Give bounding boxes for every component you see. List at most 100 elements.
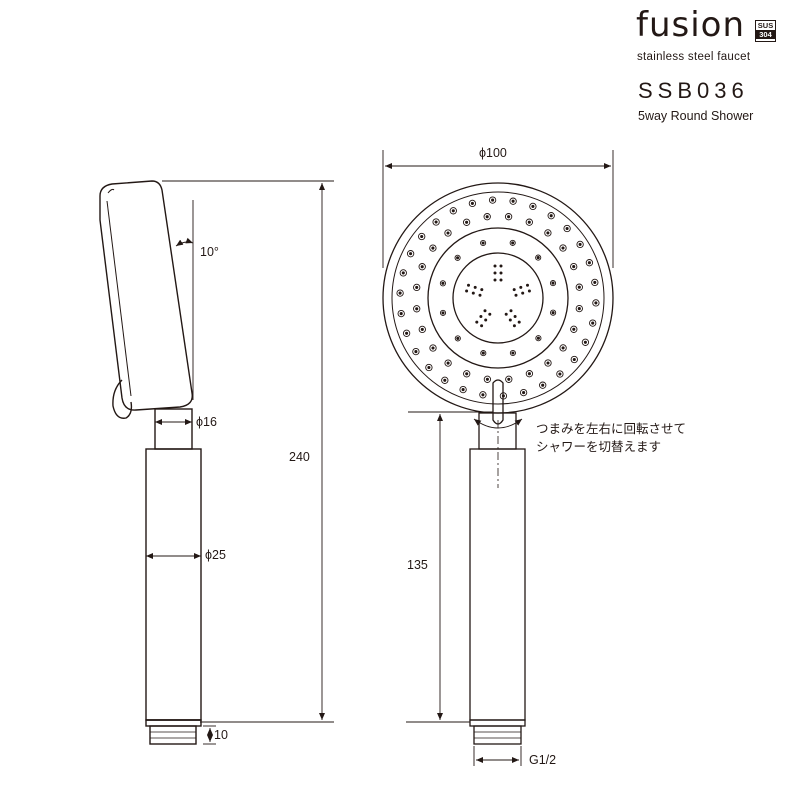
center-nozzle-dot xyxy=(519,285,523,289)
nozzle-dot xyxy=(549,214,553,218)
nozzle-hole xyxy=(399,269,407,277)
center-nozzle-dot xyxy=(517,320,521,324)
nozzle-hole xyxy=(444,359,452,367)
nozzle-dot xyxy=(441,281,445,285)
nozzle-dot xyxy=(461,388,465,392)
nozzle-hole xyxy=(547,212,555,220)
nozzle-dot xyxy=(456,256,460,260)
brand-logo: fusion SUS 304 stainless steel faucet xyxy=(636,5,776,63)
nozzle-hole xyxy=(425,363,433,372)
nozzle-hole xyxy=(559,244,567,252)
nozzle-hole xyxy=(439,280,446,287)
nozzle-dot xyxy=(594,301,598,305)
side-view-neck xyxy=(154,408,193,450)
nozzle-hole xyxy=(479,391,487,399)
sus304-badge: SUS 304 xyxy=(755,20,776,42)
nozzle-dot xyxy=(546,231,550,235)
nozzle-dot xyxy=(399,312,403,316)
switch-note: つまみを左右に回転させて シャワーを切替えます xyxy=(536,420,686,456)
nozzle-dot xyxy=(405,331,409,335)
nozzle-dot xyxy=(561,346,565,350)
nozzle-dot xyxy=(527,220,531,224)
nozzle-hole xyxy=(480,239,487,247)
nozzle-hole xyxy=(539,381,547,389)
center-nozzle-dot xyxy=(508,318,512,322)
nozzle-hole xyxy=(418,263,426,271)
center-nozzle-dot xyxy=(499,264,503,268)
nozzle-dot xyxy=(507,377,511,381)
nozzle-dot xyxy=(456,336,460,340)
brand-wordmark: fusion xyxy=(636,5,746,45)
center-nozzle-dot xyxy=(499,271,503,275)
front-view-outer-ring xyxy=(382,182,614,414)
center-nozzle-dot xyxy=(483,309,487,313)
nozzle-hole xyxy=(429,244,437,252)
nozzle-hole xyxy=(444,229,452,237)
product-name: 5way Round Shower xyxy=(638,109,754,123)
nozzle-hole xyxy=(454,335,461,342)
nozzle-hole xyxy=(559,344,567,352)
thread-spec-label: G1/2 xyxy=(529,753,557,767)
nozzle-dot xyxy=(587,261,591,265)
brand-tagline: stainless steel faucet xyxy=(637,51,751,63)
center-nozzle-dot xyxy=(513,315,517,318)
nozzle-hole xyxy=(504,213,513,221)
center-nozzle-dot xyxy=(504,312,508,316)
nozzle-dot xyxy=(511,199,515,203)
nozzle-dot xyxy=(431,246,435,250)
nozzle-dot xyxy=(591,321,595,325)
nozzle-dot xyxy=(446,361,450,365)
nozzle-dot xyxy=(578,242,582,246)
nozzle-hole xyxy=(549,280,557,287)
nozzle-dot xyxy=(561,246,565,250)
side-view-dimensions xyxy=(146,180,334,745)
front-view-center-nozzles xyxy=(465,264,531,328)
center-nozzle-dot xyxy=(493,278,497,282)
nozzle-dot xyxy=(415,307,419,311)
center-nozzle-dot xyxy=(521,291,525,295)
nozzle-hole xyxy=(483,375,492,383)
center-nozzle-dot xyxy=(478,293,482,297)
nozzle-hole xyxy=(412,347,420,356)
nozzle-dot xyxy=(431,346,435,350)
badge-top: SUS xyxy=(757,21,774,30)
nozzle-hole xyxy=(505,375,513,383)
nozzle-dot xyxy=(551,311,555,315)
total-length-label: 240 xyxy=(289,450,310,464)
center-nozzle-dot xyxy=(467,283,470,287)
nozzle-dot xyxy=(434,220,438,224)
center-nozzle-dot xyxy=(480,288,484,292)
nozzle-dot xyxy=(443,378,447,382)
nozzle-dot xyxy=(481,393,485,397)
nozzle-dot xyxy=(511,241,515,245)
nozzle-dot xyxy=(420,265,424,269)
front-view xyxy=(382,182,614,745)
nozzle-dot xyxy=(583,340,587,344)
nozzle-hole xyxy=(550,309,557,316)
nozzle-hole xyxy=(576,240,584,249)
nozzle-hole xyxy=(509,197,517,205)
nozzle-dot xyxy=(451,209,455,213)
nozzle-dot xyxy=(531,204,535,208)
front-view-knob xyxy=(492,379,504,425)
badge-bottom: 304 xyxy=(756,30,775,39)
front-view-thread xyxy=(473,725,522,745)
nozzle-dot xyxy=(507,215,511,219)
nozzle-dot xyxy=(491,198,495,202)
nozzle-dot xyxy=(527,372,531,376)
front-view-center-disk xyxy=(452,252,544,344)
nozzle-dot xyxy=(572,357,576,362)
nozzle-hole xyxy=(454,254,461,261)
nozzle-hole xyxy=(468,199,477,208)
nozzle-hole xyxy=(544,359,552,367)
nozzle-hole xyxy=(529,202,537,211)
nozzle-hole xyxy=(432,218,440,226)
tilt-angle-label: 10° xyxy=(200,245,219,259)
nozzle-dot xyxy=(470,201,474,205)
nozzle-hole xyxy=(570,355,578,364)
front-view-nozzles xyxy=(396,196,600,400)
nozzle-hole xyxy=(429,344,437,352)
nozzle-dot xyxy=(401,271,405,275)
center-nozzle-dot xyxy=(465,289,469,293)
